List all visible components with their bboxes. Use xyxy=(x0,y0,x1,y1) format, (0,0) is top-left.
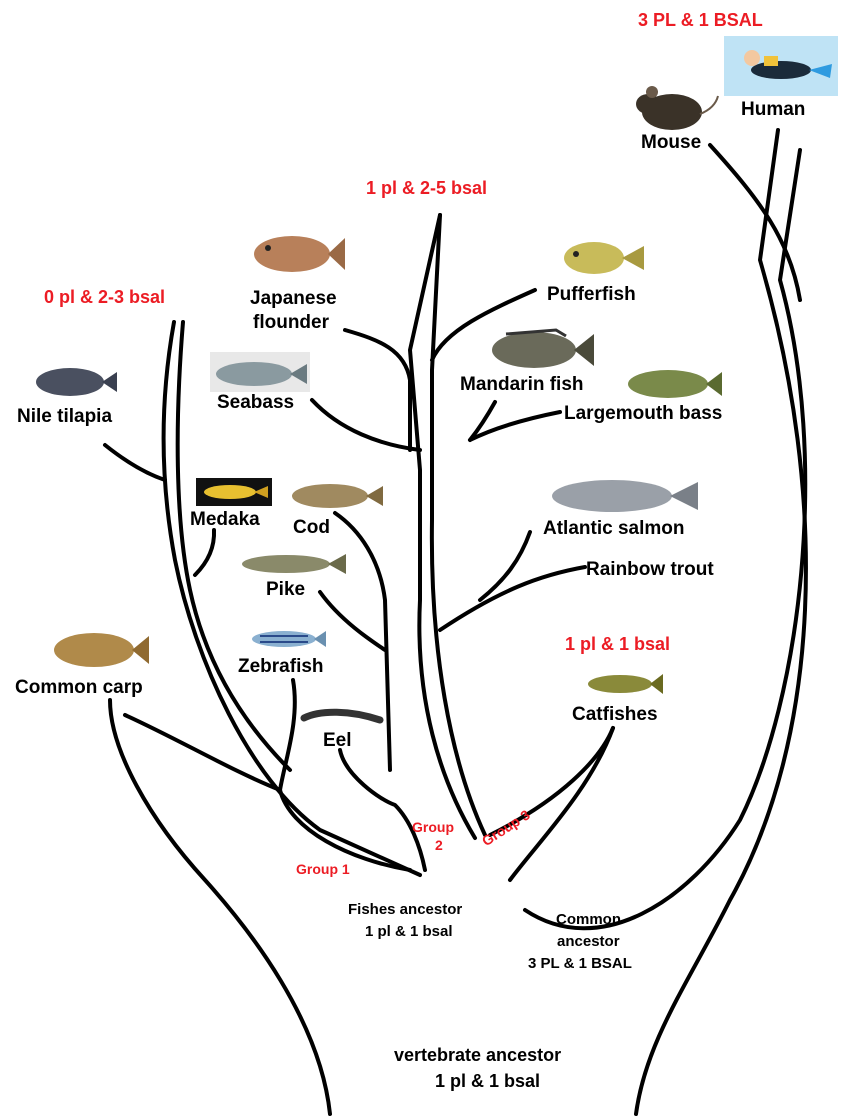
fish-icon xyxy=(238,550,348,578)
mouse-branch xyxy=(710,145,800,300)
fish-icon xyxy=(248,626,328,652)
fish-icon xyxy=(288,478,384,514)
fish-icon xyxy=(210,352,310,392)
label-catfishes: Catfishes xyxy=(572,704,658,725)
diver-icon xyxy=(724,36,838,96)
label-vertebrate-ancestor-2: 1 pl & 1 bsal xyxy=(435,1071,540,1091)
label-mouse: Mouse xyxy=(641,132,701,153)
label-atlantic-salmon: Atlantic salmon xyxy=(543,518,684,539)
label-common-ancestor-2: ancestor xyxy=(557,934,620,951)
largemouth-branch xyxy=(470,412,560,440)
seabass-branch xyxy=(312,400,420,450)
label-fishes-ancestor-1: Fishes ancestor xyxy=(348,902,462,919)
label-group-2b: 2 xyxy=(435,838,443,854)
fish-icon xyxy=(30,364,118,400)
pike-branch xyxy=(320,592,385,650)
fish-icon xyxy=(556,236,646,278)
fish-icon xyxy=(50,628,150,672)
label-group-1: Group 1 xyxy=(296,862,350,878)
group2-trunk-left xyxy=(432,215,485,835)
fish-icon xyxy=(584,668,664,698)
label-mandarin-fish: Mandarin fish xyxy=(460,374,584,395)
label-seabass: Seabass xyxy=(217,392,294,413)
fish-icon xyxy=(300,706,384,730)
label-nile-tilapia: Nile tilapia xyxy=(17,406,112,427)
label-group1-count: 0 pl & 2-3 bsal xyxy=(44,287,165,307)
carp-branch xyxy=(125,715,280,790)
fish-icon xyxy=(486,322,596,372)
fish-icon xyxy=(250,232,346,276)
fish-icon xyxy=(624,362,724,402)
label-cod: Cod xyxy=(293,517,330,538)
label-vertebrate-ancestor-1: vertebrate ancestor xyxy=(394,1045,561,1065)
label-eel: Eel xyxy=(323,730,352,751)
label-rainbow-trout: Rainbow trout xyxy=(586,559,714,580)
label-pufferfish: Pufferfish xyxy=(547,284,636,305)
catfish-branch xyxy=(510,728,613,880)
label-japanese-flounder-2: flounder xyxy=(253,312,329,333)
group2-trunk-right xyxy=(410,215,475,838)
label-human: Human xyxy=(741,99,805,120)
label-common-ancestor-3: 3 PL & 1 BSAL xyxy=(528,956,632,973)
eel-branch xyxy=(340,750,425,870)
label-common-carp: Common carp xyxy=(15,677,143,698)
tilapia-branch xyxy=(105,445,165,480)
label-group2-count: 1 pl & 2-5 bsal xyxy=(366,178,487,198)
label-fishes-ancestor-2: 1 pl & 1 bsal xyxy=(365,924,453,941)
medaka-branch xyxy=(195,530,214,575)
trout-branch xyxy=(440,567,585,630)
mouse-icon xyxy=(632,82,720,134)
label-medaka: Medaka xyxy=(190,509,260,530)
label-common-ancestor-1: Common xyxy=(556,912,621,929)
salmon-branch xyxy=(480,532,530,600)
label-largemouth-bass: Largemouth bass xyxy=(564,403,722,424)
label-group-2a: Group xyxy=(412,820,454,836)
fish-icon xyxy=(546,474,700,518)
label-japanese-flounder-1: Japanese xyxy=(250,288,337,309)
label-zebrafish: Zebrafish xyxy=(238,656,324,677)
label-pike: Pike xyxy=(266,579,305,600)
label-mammal-count: 3 PL & 1 BSAL xyxy=(638,10,763,30)
label-group3-count: 1 pl & 1 bsal xyxy=(565,634,670,654)
fish-icon xyxy=(196,478,272,506)
